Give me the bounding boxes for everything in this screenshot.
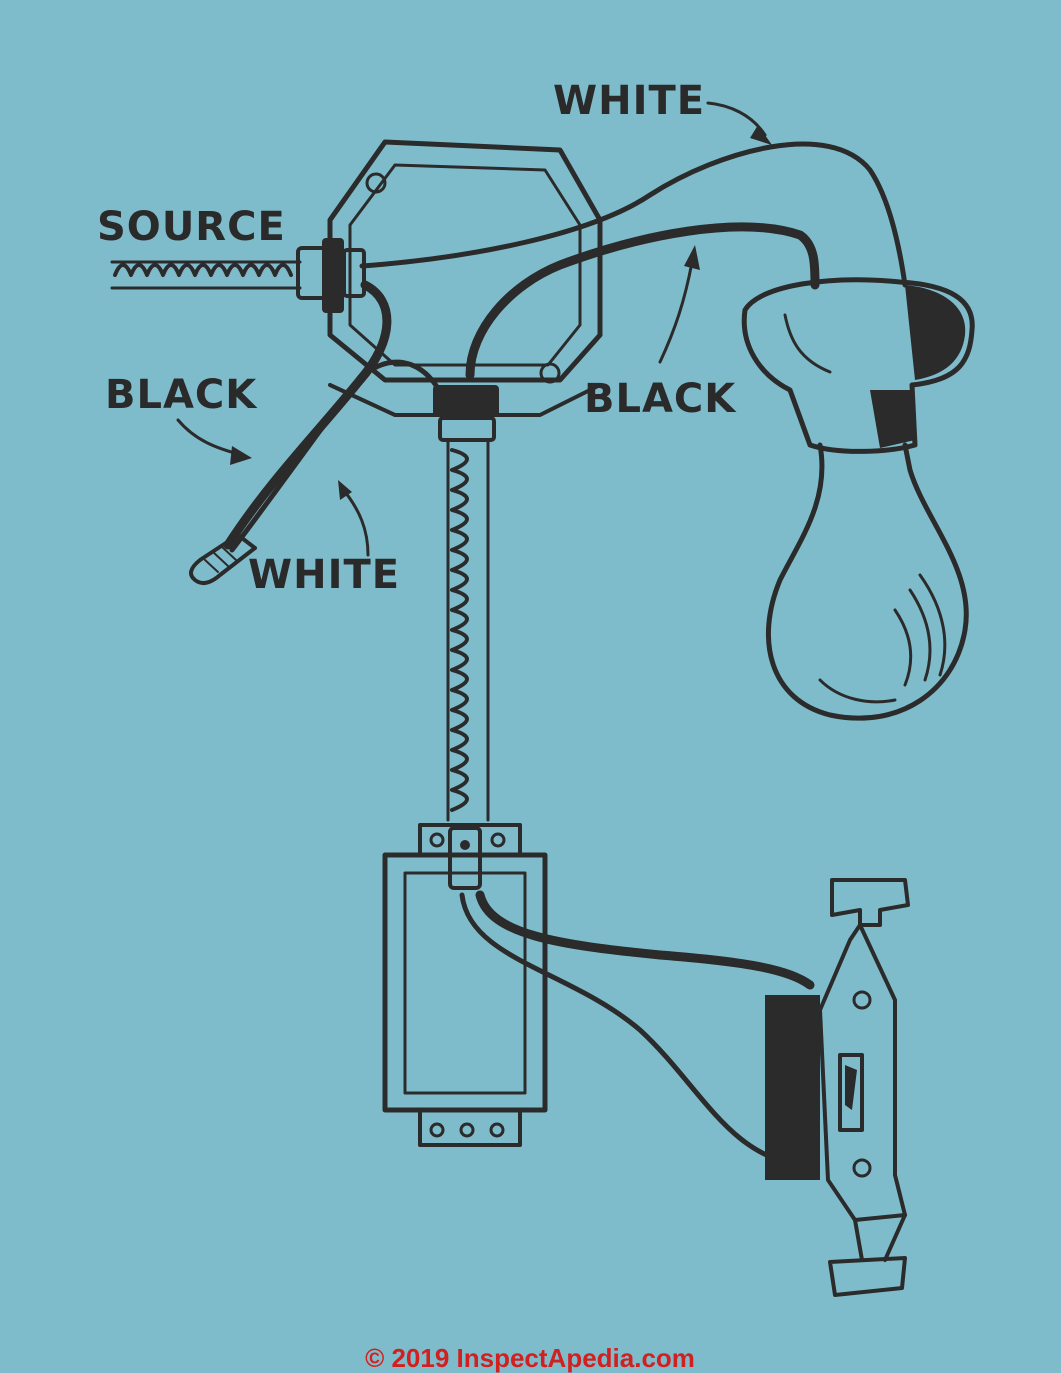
pointer-arrows (176, 101, 772, 557)
watermark-text: © 2019 InspectApedia.com (365, 1343, 695, 1373)
label-black-left: BLACK (105, 372, 258, 418)
label-black-right: BLACK (584, 376, 737, 422)
lamp-socket (741, 277, 975, 454)
label-white-top: WHITE (553, 78, 705, 124)
toggle-switch (765, 878, 910, 1297)
white-wire-to-switch (459, 892, 808, 1168)
black-wire-to-lamp (465, 222, 820, 380)
switch-armored-cable (433, 385, 499, 822)
label-source: SOURCE (97, 204, 286, 250)
white-wire-to-splice (229, 359, 443, 553)
wire-nut (189, 533, 257, 586)
black-wire-to-switch (475, 890, 815, 990)
label-white-left: WHITE (248, 552, 400, 598)
switch-box (382, 823, 548, 1147)
light-bulb (765, 442, 969, 721)
source-armored-cable (110, 238, 366, 313)
white-wire-to-lamp (359, 141, 908, 288)
